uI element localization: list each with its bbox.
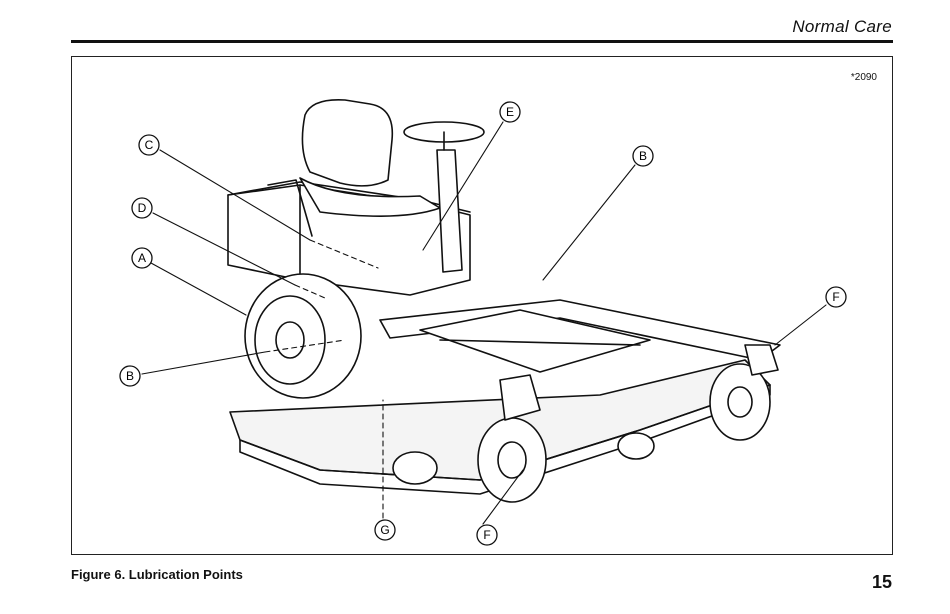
callout-f-right-label: F [832, 290, 839, 304]
callout-g-label: G [380, 523, 389, 537]
callout-e-label: E [506, 105, 514, 119]
header-rule [71, 40, 893, 43]
deck-roller [393, 452, 437, 484]
seat-back [302, 100, 392, 186]
deck-roller [618, 433, 654, 459]
page-number: 15 [872, 572, 892, 593]
callout-f-bottom-label: F [483, 528, 490, 542]
figure-caption: Figure 6. Lubrication Points [71, 567, 243, 582]
callout-c-label: C [145, 138, 154, 152]
callout-d-label: D [138, 201, 147, 215]
callout-b-right-label: B [639, 149, 647, 163]
callout-b-left-label: B [126, 369, 134, 383]
front-caster-wheel [478, 418, 546, 502]
mower-illustration: C D A B E B F G F [73, 58, 891, 553]
section-title: Normal Care [792, 17, 892, 37]
right-caster-wheel [710, 364, 770, 440]
callout-a-label: A [138, 251, 146, 265]
